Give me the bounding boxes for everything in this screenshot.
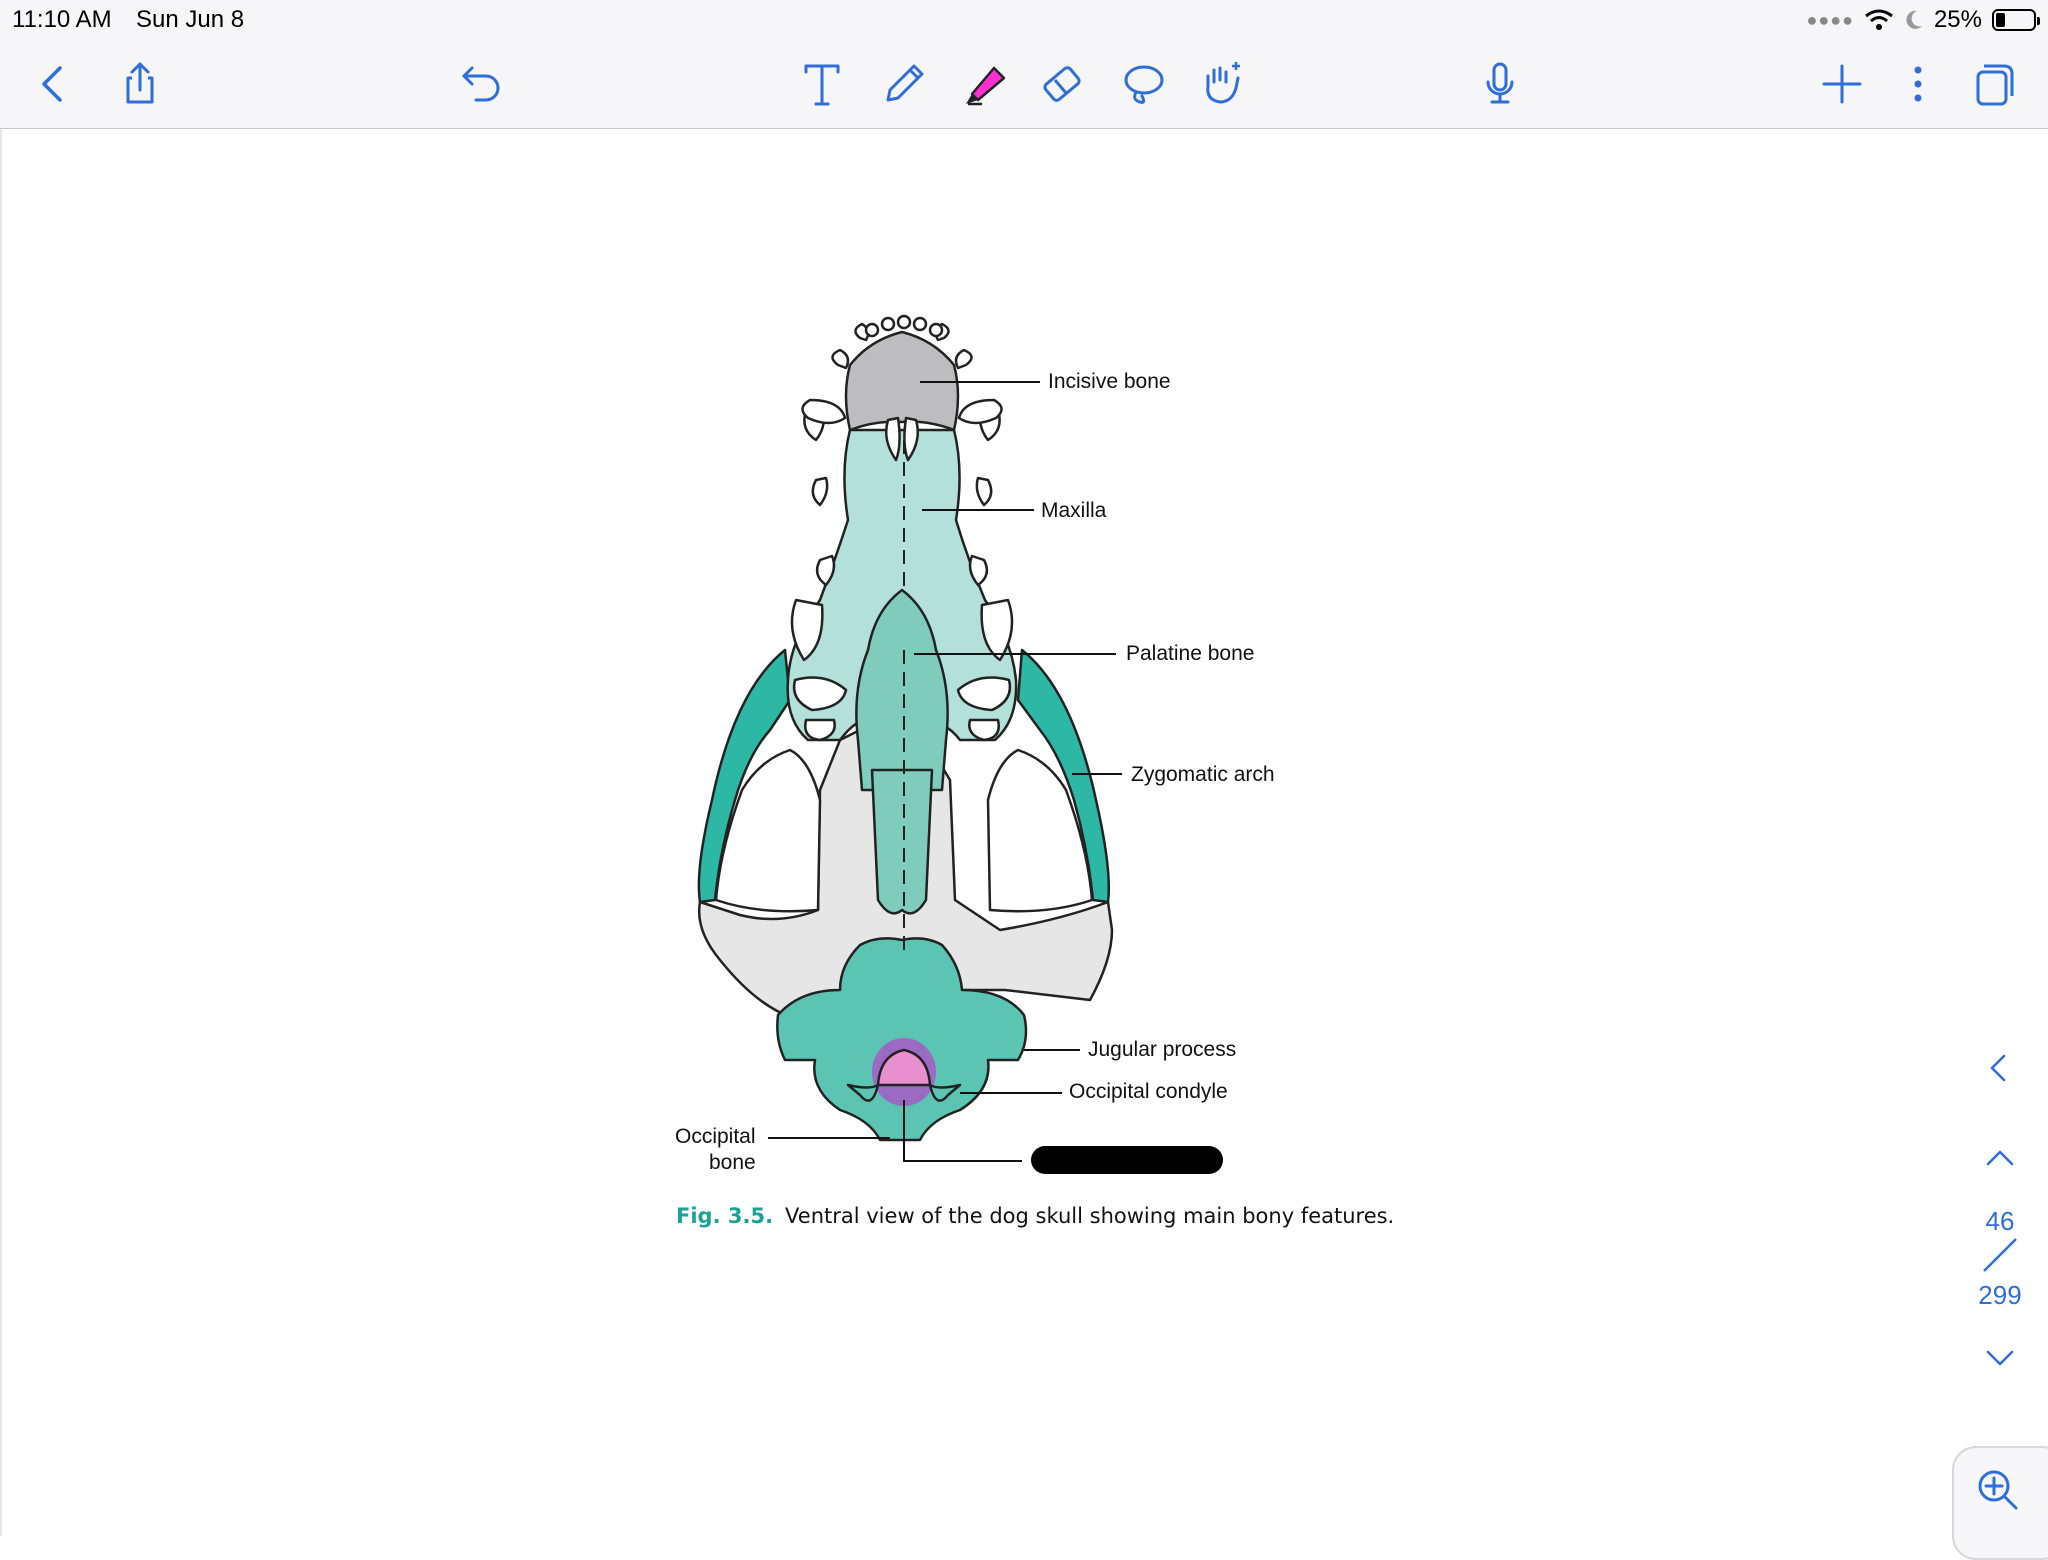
tooth (864, 322, 880, 338)
incisive-foramen (903, 416, 919, 462)
label-incisive-bone: Incisive bone (1048, 370, 1171, 393)
tooth (801, 398, 847, 425)
highlighter-tool-button[interactable] (956, 56, 1012, 112)
tooth (896, 314, 912, 330)
label-zygomatic-arch: Zygomatic arch (1131, 763, 1275, 786)
wifi-icon (1865, 9, 1893, 30)
eraser-tool-icon (1043, 66, 1081, 102)
moon-icon (1906, 10, 1922, 29)
orbit-right (986, 748, 1094, 913)
tooth (928, 322, 944, 338)
status-bar: 11:10 AM Sun Jun 8 ●●●● 25% (0, 0, 2048, 40)
cellular-dots-icon: ●●●● (1806, 9, 1854, 30)
plus-icon (1822, 64, 1862, 104)
microphone-button[interactable] (1472, 56, 1528, 112)
pterygoid-column (870, 768, 934, 915)
chevron-left-icon (1990, 1054, 2006, 1082)
status-indicators: ●●●● 25% (1806, 6, 2040, 34)
label-occipital-line1: Occipital (675, 1125, 756, 1148)
tooth (880, 316, 896, 332)
pages-button[interactable] (1966, 56, 2022, 112)
hand-tool-button[interactable] (1192, 56, 1248, 112)
lasso-tool-icon (1124, 65, 1164, 104)
chevron-down-icon (1986, 1350, 2014, 1366)
caption-text: Ventral view of the dog skull showing ma… (785, 1204, 1395, 1228)
more-vertical-icon (1914, 66, 1922, 102)
page-separator-slash (1983, 1238, 2017, 1272)
battery-percent: 25% (1933, 6, 1982, 33)
toolbar (0, 40, 2048, 129)
eraser-tool-button[interactable] (1034, 56, 1090, 112)
add-page-button[interactable] (1814, 56, 1870, 112)
figure-caption: Fig. 3.5. Ventral view of the dog skull s… (676, 1204, 1394, 1228)
zoom-in-icon (1978, 1470, 2018, 1510)
pen-tool-button[interactable] (876, 56, 932, 112)
zoom-button[interactable] (1952, 1446, 2048, 1560)
tooth (804, 718, 836, 742)
occipital-condyle (928, 1083, 962, 1102)
share-icon (126, 62, 154, 104)
lasso-tool-button[interactable] (1114, 56, 1170, 112)
next-page-button[interactable] (1972, 1330, 2028, 1386)
label-maxilla: Maxilla (1041, 499, 1107, 522)
tooth (790, 598, 824, 662)
caption-figure-number: Fig. 3.5. (676, 1204, 774, 1228)
tooth (956, 676, 1012, 712)
chevron-up-icon (1986, 1150, 2014, 1166)
pages-icon (1976, 64, 2014, 106)
tooth (968, 554, 989, 587)
battery-icon (1992, 9, 2040, 31)
battery-fill (1996, 13, 2005, 27)
tooth (975, 476, 993, 507)
label-occipital-condyle: Occipital condyle (1069, 1080, 1228, 1103)
previous-page-button[interactable] (1972, 1130, 2028, 1186)
foramen-magnum (876, 1048, 932, 1087)
tooth (811, 476, 829, 507)
label-palatine-bone: Palatine bone (1126, 642, 1255, 665)
tooth (792, 676, 848, 712)
leader-foramen (903, 1100, 1022, 1162)
back-chevron-icon (42, 66, 62, 102)
total-pages: 299 (1978, 1280, 2022, 1310)
label-occipital-line2: bone (709, 1151, 756, 1174)
redaction-bar (1031, 1146, 1223, 1174)
tooth (968, 718, 1000, 742)
tooth (957, 398, 1003, 425)
current-page: 46 (1985, 1206, 2015, 1236)
tooth (980, 598, 1014, 662)
text-tool-icon (804, 64, 840, 106)
more-button[interactable] (1890, 56, 1946, 112)
status-date: Sun Jun 8 (136, 6, 245, 33)
highlighter-tool-icon (966, 66, 1006, 106)
collapse-panel-button[interactable] (1972, 1040, 2028, 1096)
tooth (912, 316, 928, 332)
pen-tool-icon (886, 64, 924, 102)
page-indicator[interactable]: 46 299 (1960, 1206, 2040, 1311)
undo-icon (462, 66, 500, 102)
status-time: 11:10 AM (12, 6, 112, 33)
microphone-icon (1486, 62, 1514, 104)
tooth (815, 554, 836, 587)
hand-tool-icon (1206, 62, 1240, 104)
share-button[interactable] (112, 56, 168, 112)
tooth (831, 348, 850, 370)
occipital-condyle (846, 1083, 880, 1102)
back-button[interactable] (26, 56, 82, 112)
incisive-foramen (885, 416, 901, 462)
text-tool-button[interactable] (794, 56, 850, 112)
undo-button[interactable] (454, 56, 510, 112)
label-jugular-process: Jugular process (1088, 1038, 1237, 1061)
incisive-bone (844, 330, 960, 432)
tooth (954, 348, 973, 370)
orbit-left (714, 748, 822, 913)
